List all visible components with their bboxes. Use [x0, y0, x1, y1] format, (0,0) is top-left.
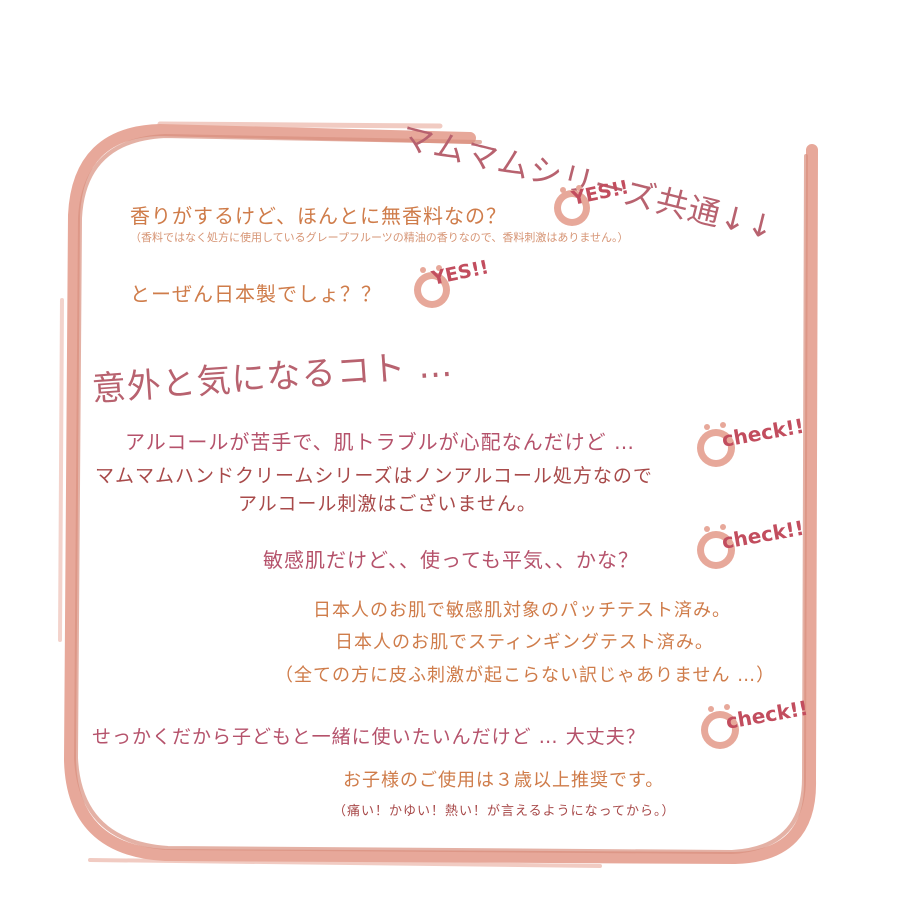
- smiley-face-icon: [701, 704, 739, 749]
- smiley-face-icon: [554, 185, 590, 226]
- concern-answer-line: 日本人のお肌でスティンギングテスト済み。: [335, 632, 714, 653]
- concern-answer-line: 日本人のお肌で敏感肌対象のパッチテスト済み。: [313, 600, 731, 621]
- common-question-fragrance: 香りがするけど、ほんとに無香料なの？: [130, 204, 507, 228]
- concern-question-alcohol: アルコールが苦手で、肌トラブルが心配なんだけど …: [125, 430, 635, 454]
- concern-question-sensitive-skin: 敏感肌だけど、、使っても平気、、かな？: [263, 548, 639, 572]
- yes-badge: YES!!: [408, 256, 548, 318]
- concern-answer-line: アルコール刺激はございません。: [238, 493, 537, 515]
- concern-answer-line: お子様のご使用は３歳以上推奨です。: [343, 770, 665, 791]
- smiley-face-icon: [697, 524, 735, 569]
- smiley-face-icon: [697, 422, 735, 467]
- common-question-made-in-japan: とーぜん日本製でしょ？？: [130, 282, 382, 306]
- concern-answer-line: （痛い！かゆい！熱い！が言えるようになってから。）: [333, 804, 676, 819]
- check-badge: check!!: [696, 696, 836, 756]
- check-badge: check!!: [692, 516, 832, 576]
- smiley-face-icon: [414, 265, 450, 308]
- concern-answer-line: マムマムハンドクリームシリーズはノンアルコール処方なので: [95, 465, 653, 487]
- concern-question-children: せっかくだから子どもと一緒に使いたいんだけど … 大丈夫？: [92, 726, 646, 748]
- common-note-fragrance: （香料ではなく処方に使用しているグレープフルーツの精油の香りなので、香料刺激はあ…: [130, 231, 629, 244]
- concern-answer-line: （全ての方に皮ふ刺激が起こらない訳じゃありません …）: [275, 665, 776, 686]
- check-badge: check!!: [692, 414, 832, 474]
- yes-badge: YES!!: [548, 176, 688, 238]
